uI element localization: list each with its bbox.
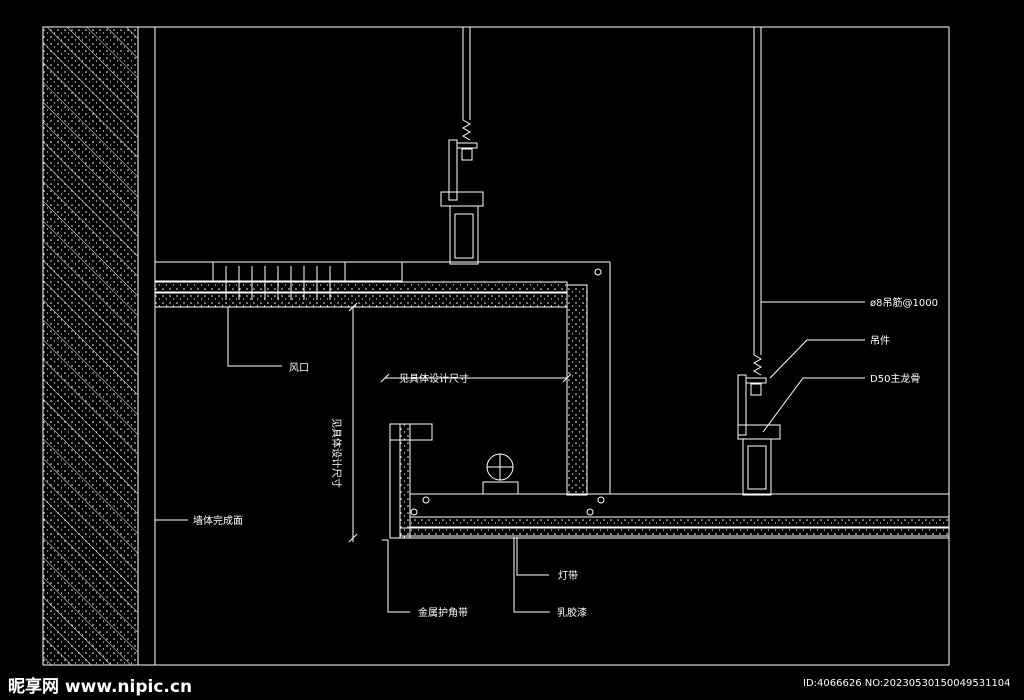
concrete-wall (42, 26, 156, 666)
dimension-lines (348, 302, 572, 543)
light-fixture (482, 453, 519, 495)
label-air-vent: 风口 (289, 362, 309, 374)
label-latex-paint: 乳胶漆 (557, 606, 587, 619)
watermark-site: 昵享网 www.nipic.cn (8, 677, 193, 697)
label-hanger: 吊件 (870, 335, 890, 347)
hanger-assembly-2 (737, 27, 781, 496)
leader-lines (155, 301, 865, 613)
watermark-id: ID:4066626 NO:20230530150049531104 (803, 678, 1011, 689)
ceiling-drop (566, 284, 588, 496)
label-design-size-horizontal: 见具体设计尺寸 (399, 372, 469, 385)
label-hanger-rod: ø8吊筋@1000 (870, 296, 938, 309)
hanger-assembly-1 (440, 27, 484, 265)
upper-ceiling (154, 261, 611, 494)
lower-ceiling (390, 493, 950, 539)
drawing-frame (42, 26, 950, 666)
label-metal-corner-guard: 金属护角带 (418, 606, 468, 619)
label-main-keel: D50主龙骨 (870, 372, 920, 385)
label-wall-finish: 墙体完成面 (193, 514, 243, 527)
label-light-strip: 灯带 (558, 570, 578, 582)
label-design-size-vertical: 见具体设计尺寸 (330, 418, 343, 488)
